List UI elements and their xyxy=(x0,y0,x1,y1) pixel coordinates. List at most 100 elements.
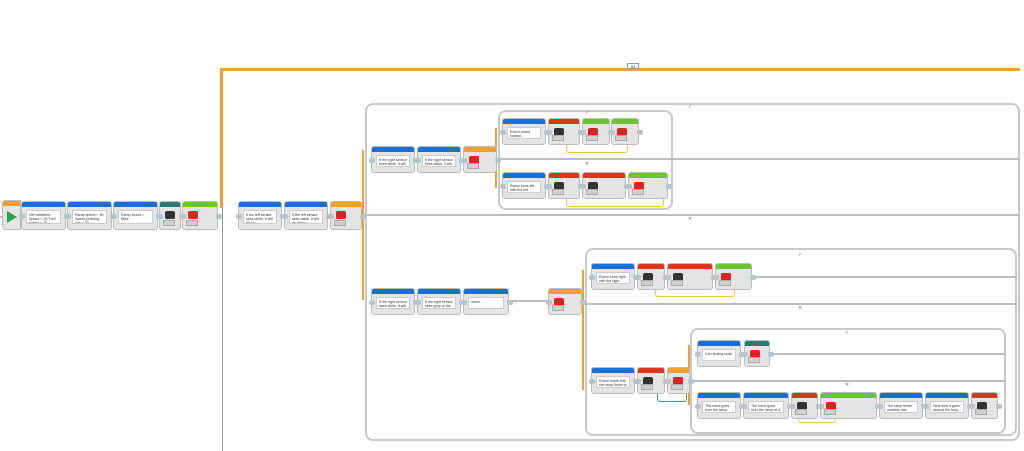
mode-selector[interactable] xyxy=(586,189,598,195)
comment-text[interactable]: Robot drives foward. xyxy=(507,127,541,139)
mode-selector[interactable] xyxy=(467,163,479,169)
comment-block[interactable]: Robot drives foward. xyxy=(500,118,550,145)
mode-selector[interactable] xyxy=(334,220,346,226)
comment-text[interactable]: Robot turns left with the left wheel goi… xyxy=(507,181,541,193)
variable-block[interactable] xyxy=(789,392,822,419)
case-x-icon[interactable]: ✕ xyxy=(845,382,850,388)
mode-selector[interactable] xyxy=(671,384,683,390)
comment-block[interactable]: Next time it goes around the loop, it do… xyxy=(923,392,973,419)
mode-selector[interactable] xyxy=(632,189,644,195)
mode-selector[interactable] xyxy=(552,135,564,141)
loop-top-bar[interactable] xyxy=(220,68,1020,71)
mode-selector[interactable] xyxy=(552,189,564,195)
variable-block[interactable] xyxy=(546,172,584,199)
brick-icon xyxy=(554,128,564,136)
mode-selector[interactable] xyxy=(824,409,836,415)
motor-icon xyxy=(721,273,731,281)
variable-block[interactable] xyxy=(546,118,584,145)
move-tank-block[interactable] xyxy=(818,392,881,419)
comment-text[interactable]: If the right sensor sees grey or the ram… xyxy=(422,297,456,309)
comment-text[interactable]: If the right sensor sees white, it will … xyxy=(376,297,410,309)
comment-text[interactable]: The robot goes over the ramp. xyxy=(702,401,736,413)
comment-text[interactable]: Set variables: Speed = 30 Turn speed = 7… xyxy=(26,210,61,224)
case-check-icon[interactable]: ✓ xyxy=(845,330,850,336)
comment-block[interactable]: If the right sensor sees black, it will … xyxy=(415,146,465,173)
switch-frame-ramp xyxy=(585,248,1017,436)
comment-block[interactable]: The robot goes over the ramp. xyxy=(695,392,745,419)
comment-block[interactable]: Robot turns right with the right wheel g… xyxy=(589,263,639,290)
move-tank-block[interactable] xyxy=(580,118,614,145)
block-header xyxy=(698,341,740,346)
variable-block[interactable] xyxy=(157,201,185,230)
mode-selector[interactable] xyxy=(186,220,198,226)
comment-block[interactable]: Ramp found = false xyxy=(111,201,162,230)
move-tank-block[interactable] xyxy=(180,201,222,230)
sequence-port xyxy=(742,351,748,357)
switch-block[interactable] xyxy=(665,367,694,394)
mode-selector[interactable] xyxy=(615,135,627,141)
mode-selector[interactable] xyxy=(641,280,653,286)
comment-block[interactable]: Can finding code. xyxy=(695,340,745,367)
comment-block[interactable]: Set variables: Speed = 30 Turn speed = 7… xyxy=(19,201,70,230)
comment-block[interactable]: If the right sensor sees grey or the ram… xyxy=(415,288,465,315)
move-tank-block[interactable] xyxy=(626,172,672,199)
comment-block[interactable]: Ramp speed = 50 Speed pushing can = 20 xyxy=(65,201,116,230)
comment-block[interactable]: If the left sensor sees white, it will g… xyxy=(236,201,286,230)
sequence-port xyxy=(969,403,975,409)
switch-block[interactable] xyxy=(546,288,586,315)
variable-block[interactable] xyxy=(635,263,669,290)
comment-text[interactable]: If the right sensor sees black, it will … xyxy=(422,155,456,167)
mode-selector[interactable] xyxy=(748,357,760,363)
comment-text[interactable]: down. xyxy=(468,297,504,309)
case-x-icon[interactable]: ✕ xyxy=(688,216,693,222)
mode-selector[interactable] xyxy=(671,280,683,286)
variable-block[interactable] xyxy=(665,263,717,290)
comment-text[interactable]: Robot turns right with the right wheel g… xyxy=(596,272,630,284)
case-check-icon[interactable]: ✓ xyxy=(798,252,803,258)
case-check-icon[interactable]: ✓ xyxy=(688,104,693,110)
data-wire xyxy=(655,290,735,297)
comment-text[interactable]: The ramp finder variable has been update… xyxy=(884,401,918,413)
mode-selector[interactable] xyxy=(719,280,731,286)
comment-text[interactable]: If the right sensor sees white, it will … xyxy=(376,155,410,167)
comment-text[interactable]: If the left sensor sees black, it will g… xyxy=(289,210,323,224)
move-tank-block[interactable] xyxy=(713,263,756,290)
block-header xyxy=(239,202,281,207)
case-x-icon[interactable]: ✕ xyxy=(585,161,590,167)
move-tank-block[interactable] xyxy=(609,118,643,145)
comment-block[interactable]: Robot turns left with the left wheel goi… xyxy=(500,172,550,199)
case-check-icon[interactable]: ✓ xyxy=(585,110,590,116)
mode-selector[interactable] xyxy=(795,409,807,415)
switch-block[interactable] xyxy=(461,146,501,173)
sequence-wire xyxy=(498,158,673,160)
mode-selector[interactable] xyxy=(975,409,987,415)
comment-text[interactable]: The robot goes over the ramp at a speed … xyxy=(748,401,784,413)
sequence-port xyxy=(589,378,595,384)
variable-block[interactable] xyxy=(969,392,1002,419)
comment-block[interactable]: If the left sensor sees black, it will g… xyxy=(282,201,332,230)
comment-text[interactable]: Next time it goes around the loop, it do… xyxy=(930,401,964,413)
comment-block[interactable]: The robot goes over the ramp at a speed … xyxy=(741,392,793,419)
comment-text[interactable]: Robot reads that the ramp finder is set … xyxy=(596,376,630,388)
comment-block[interactable]: Robot reads that the ramp finder is set … xyxy=(589,367,639,394)
case-x-icon[interactable]: ✕ xyxy=(798,305,803,311)
mode-selector[interactable] xyxy=(552,305,564,311)
switch-block[interactable] xyxy=(328,201,366,230)
data-wire-logic xyxy=(657,394,687,402)
color-sensor-icon xyxy=(469,156,479,164)
comment-text[interactable]: Can finding code. xyxy=(702,349,736,361)
variable-block[interactable] xyxy=(635,367,669,394)
mode-selector[interactable] xyxy=(163,220,175,226)
loop-label: 01 xyxy=(627,63,639,69)
comment-text[interactable]: Ramp speed = 50 Speed pushing can = 20 xyxy=(72,210,107,224)
comment-block[interactable]: down. xyxy=(461,288,513,315)
comment-block[interactable]: The ramp finder variable has been update… xyxy=(877,392,927,419)
mode-selector[interactable] xyxy=(641,384,653,390)
variable-block[interactable] xyxy=(580,172,630,199)
comment-text[interactable]: Ramp found = false xyxy=(118,210,153,224)
comment-text[interactable]: If the left sensor sees white, it will g… xyxy=(243,210,277,224)
comment-block[interactable]: If the right sensor sees white, it will … xyxy=(369,146,419,173)
comment-block[interactable]: If the right sensor sees white, it will … xyxy=(369,288,419,315)
sound-block[interactable] xyxy=(742,340,774,367)
mode-selector[interactable] xyxy=(586,135,598,141)
